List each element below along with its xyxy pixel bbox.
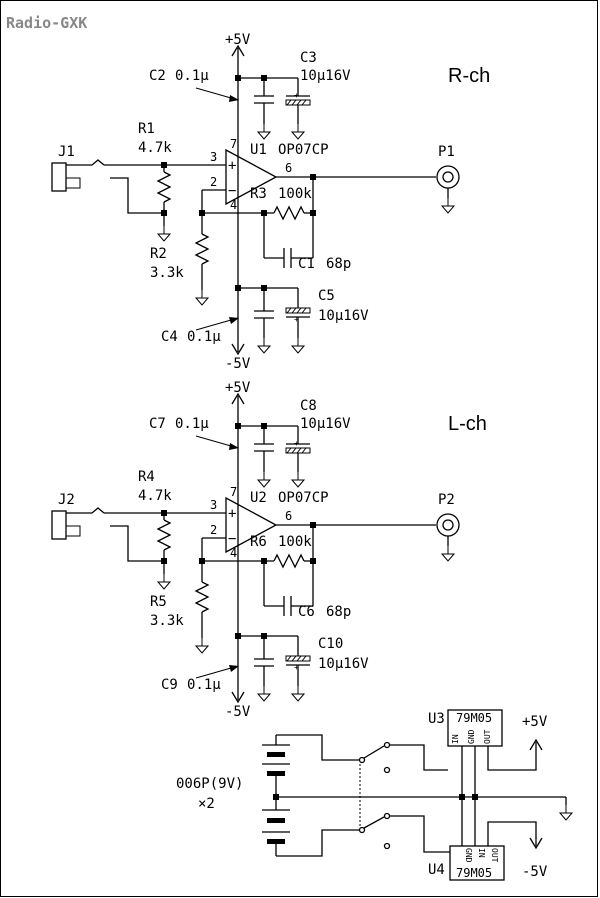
l-pin3: 3: [210, 498, 217, 512]
r-r1-ref: R1: [138, 121, 155, 137]
r-jack-label: J1: [58, 144, 75, 160]
l-channel: +5V -5V L-ch C7 0.1μ C8 10μ16V + R4 4.7k…: [52, 380, 487, 720]
u4-pin-gnd: GND: [464, 848, 473, 863]
r-c3-ref: C3: [300, 50, 317, 66]
u4-pin-out: OUT: [490, 848, 499, 863]
l-plus-sign: +: [228, 506, 236, 522]
l-pin4: 4: [230, 546, 237, 560]
l-r4-ref: R4: [138, 469, 155, 485]
l-jack-label: J2: [58, 492, 75, 508]
l-supply-pos-label: +5V: [225, 380, 251, 396]
r-r3-ref: R3: [250, 186, 267, 202]
u3-ref: U3: [428, 711, 445, 727]
r-pin2: 2: [210, 175, 217, 189]
l-opamp-ref: U2: [250, 490, 267, 506]
r-c5-ref: C5: [318, 288, 335, 304]
l-c9-ref: C9: [161, 677, 178, 693]
l-c8-polarity: +: [294, 439, 299, 448]
u4-part: 79M05: [456, 866, 492, 880]
r-c5-value: 10μ16V: [318, 308, 369, 324]
u3-pin-in: IN: [451, 734, 460, 744]
r-c3-value: 10μ16V: [300, 68, 351, 84]
r-r3-value: 100k: [278, 186, 312, 202]
l-supply-neg-label: -5V: [225, 704, 251, 720]
r-c1-value: 68p: [326, 256, 351, 272]
brand-label: Radio-GXK: [6, 14, 87, 32]
out-neg-label: -5V: [522, 864, 548, 880]
u3-part: 79M05: [456, 711, 492, 725]
r-c3-polarity: +: [294, 91, 299, 100]
r-opamp-part: OP07CP: [278, 142, 329, 158]
power-supply: 79M05 IN GND OUT U3 +5V 79M05 GND IN OUT…: [176, 709, 573, 881]
l-r4-value: 4.7k: [138, 488, 172, 504]
l-minus-sign: −: [228, 531, 236, 547]
l-c10-polarity: +: [294, 663, 299, 672]
l-pin6: 6: [285, 509, 292, 523]
r-pin6: 6: [285, 161, 292, 175]
r-c4-ref: C4: [161, 329, 178, 345]
r-supply-neg-label: -5V: [225, 356, 251, 372]
r-r2-ref: R2: [150, 246, 167, 262]
r-out-label: P1: [438, 144, 455, 160]
r-channel: +5V -5V R-ch C2 0.1μ C3 10μ16V + R1 4.7k…: [52, 32, 490, 372]
battery-count: ×2: [198, 796, 215, 812]
l-pin2: 2: [210, 523, 217, 537]
battery-label: 006P(9V): [176, 776, 243, 792]
r-c5-polarity: +: [294, 315, 299, 324]
l-opamp-part: OP07CP: [278, 490, 329, 506]
u3-pin-gnd: GND: [467, 729, 476, 744]
l-c8-ref: C8: [300, 398, 317, 414]
l-c7-ref: C7: [149, 416, 166, 432]
l-r5-value: 3.3k: [150, 613, 184, 629]
r-opamp-ref: U1: [250, 142, 267, 158]
r-r1-value: 4.7k: [138, 140, 172, 156]
u3-pin-out: OUT: [483, 729, 492, 744]
l-c7-value: 0.1μ: [175, 416, 209, 432]
r-c2-value: 0.1μ: [175, 68, 209, 84]
l-channel-title: L-ch: [448, 413, 487, 435]
l-c10-value: 10μ16V: [318, 656, 369, 672]
l-c6-ref: C6: [298, 604, 315, 620]
l-c8-value: 10μ16V: [300, 416, 351, 432]
r-channel-title: R-ch: [448, 65, 490, 87]
r-pin7: 7: [230, 137, 237, 151]
r-pin3: 3: [210, 150, 217, 164]
r-pin4: 4: [230, 198, 237, 212]
r-c4-value: 0.1μ: [187, 329, 221, 345]
l-c9-value: 0.1μ: [187, 677, 221, 693]
u4-pin-in: IN: [477, 848, 486, 858]
l-r6-ref: R6: [250, 534, 267, 550]
l-c10-ref: C10: [318, 636, 343, 652]
r-c1-ref: C1: [298, 256, 315, 272]
r-minus-sign: −: [228, 183, 236, 199]
u4-ref: U4: [428, 862, 445, 878]
r-r2-value: 3.3k: [150, 265, 184, 281]
r-plus-sign: +: [228, 158, 236, 174]
l-r6-value: 100k: [278, 534, 312, 550]
l-c6-value: 68p: [326, 604, 351, 620]
l-pin7: 7: [230, 485, 237, 499]
l-r5-ref: R5: [150, 594, 167, 610]
l-out-label: P2: [438, 492, 455, 508]
r-c2-ref: C2: [149, 68, 166, 84]
r-supply-pos-label: +5V: [225, 32, 251, 48]
out-pos-label: +5V: [522, 714, 548, 730]
